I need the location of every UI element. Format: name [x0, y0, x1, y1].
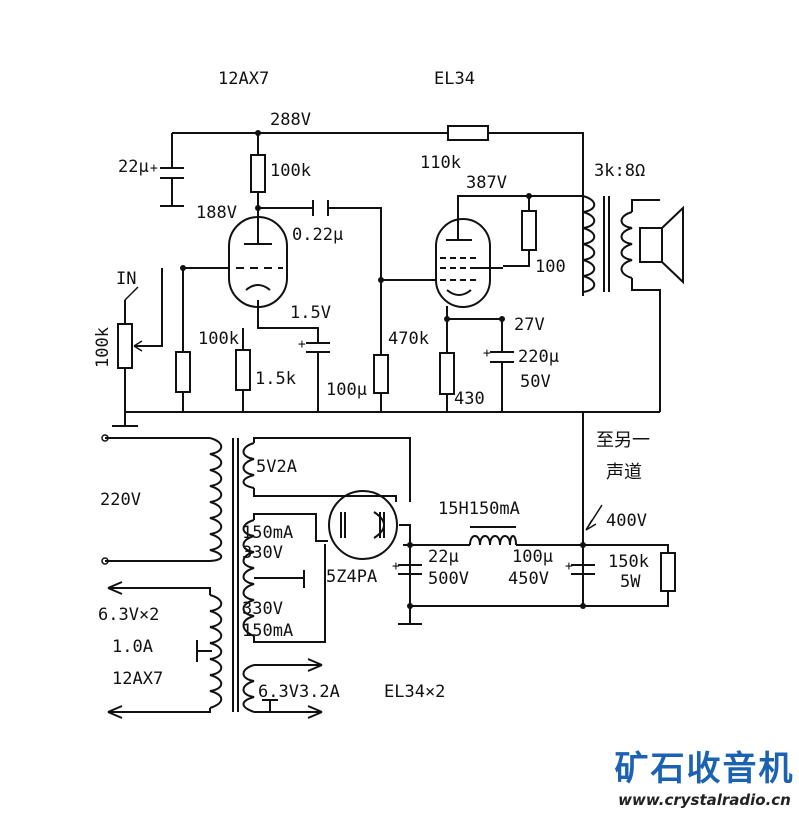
svg-text:+: + [150, 161, 158, 176]
r-110k-label: 110k [420, 153, 461, 173]
svg-text:+: + [392, 559, 400, 574]
r-150k-w-label: 5W [620, 572, 641, 592]
resistor-100k-grid [175, 351, 191, 393]
watermark-url: www.crystalradio.cn [618, 791, 791, 809]
cap-100u-cathode [306, 342, 330, 362]
r-100-label: 100 [535, 257, 566, 277]
resistor-100k-plate [250, 154, 266, 193]
r-150k-label: 150k [608, 552, 649, 572]
cap-100u-filter-label: 100μ [512, 547, 553, 567]
resistor-100 [521, 210, 537, 251]
cap-22u-decouple-label: 22μ [118, 157, 149, 177]
labels: 12AX7 EL34 288V 22μ 100k 110k 387V 3k:8Ω… [93, 69, 650, 702]
v-387-label: 387V [466, 173, 507, 193]
r-100k-grid-label: 100k [198, 329, 239, 349]
hv-top-ma-label: 150mA [242, 523, 293, 543]
other-channel-label-1: 至另一 [596, 430, 650, 451]
cap-220u-label: 220μ [518, 347, 559, 367]
heater-12ax7-v-label: 6.3V×2 [98, 605, 159, 625]
v-188-label: 188V [196, 203, 237, 223]
potentiometer-100k [117, 323, 133, 369]
power-transformer [101, 434, 411, 719]
cap-100u-cathode-label: 100μ [326, 380, 367, 400]
svg-text:+: + [565, 559, 573, 574]
cap-100u-filter-v-label: 450V [508, 569, 549, 589]
input-label: IN [116, 269, 136, 289]
cap-22u-decouple [160, 167, 184, 207]
heater-el34-tube-label: EL34×2 [384, 682, 445, 702]
rectifier-label: 5Z4PA [326, 567, 377, 587]
cap-22u-filter-v-label: 500V [428, 569, 469, 589]
v-27-label: 27V [514, 315, 545, 335]
cap-0-22u [312, 200, 329, 216]
pot-wiper-arrow [133, 340, 143, 352]
rectifier-5z4pa-symbol [328, 490, 411, 560]
speaker-icon [639, 205, 684, 285]
resistor-150k [660, 552, 676, 592]
hv-bot-ma-label: 150mA [242, 621, 293, 641]
b-plus-288v: 288V [270, 110, 311, 130]
winding-5v-label: 5V2A [256, 457, 297, 477]
heater-12ax7-a-label: 1.0A [112, 637, 153, 657]
choke-label: 15H150mA [438, 499, 520, 519]
resistor-430 [439, 352, 455, 395]
capacitors: + + + [150, 161, 514, 374]
resistor-1-5k [235, 349, 251, 391]
r-430-label: 430 [454, 389, 485, 409]
resistor-110k [447, 125, 489, 141]
resistor-470k [373, 354, 389, 394]
v-1-5-label: 1.5V [290, 303, 331, 323]
heater-el34-label: 6.3V3.2A [258, 682, 340, 702]
filter-wiring: + + [392, 412, 669, 625]
amplifier-wiring [112, 132, 660, 427]
cap-022-label: 0.22μ [292, 225, 343, 245]
r-1-5k-label: 1.5k [255, 369, 296, 389]
hv-top-v-label: 330V [242, 543, 283, 563]
xfmr-ratio-label: 3k:8Ω [594, 161, 645, 181]
watermark-name: 矿石收音机 [614, 749, 795, 789]
output-transformer [582, 195, 661, 412]
other-channel-label-2: 声道 [606, 462, 642, 483]
tube-el34-symbol [255, 130, 532, 322]
tube-12ax7-label: 12AX7 [218, 69, 269, 89]
cap-220u-v-label: 50V [520, 372, 551, 392]
watermark: 矿石收音机 www.crystalradio.cn [612, 748, 797, 810]
svg-text:+: + [298, 337, 306, 352]
cap-100u-filter [571, 564, 595, 575]
cap-220u [490, 351, 514, 374]
tube-el34-label: EL34 [434, 69, 475, 89]
cap-22u-filter-label: 22μ [428, 547, 459, 567]
pot-100k-label: 100k [93, 327, 113, 368]
r-100k-plate-label: 100k [270, 161, 311, 181]
svg-text:+: + [483, 346, 491, 361]
tube-12ax7-symbol [180, 205, 288, 308]
r-470k-label: 470k [388, 329, 429, 349]
heater-12ax7-tube-label: 12AX7 [112, 669, 163, 689]
mains-label: 220V [100, 490, 141, 510]
v-400-label: 400V [606, 511, 647, 531]
cap-22u-filter [398, 564, 422, 606]
hv-bot-v-label: 330V [242, 599, 283, 619]
